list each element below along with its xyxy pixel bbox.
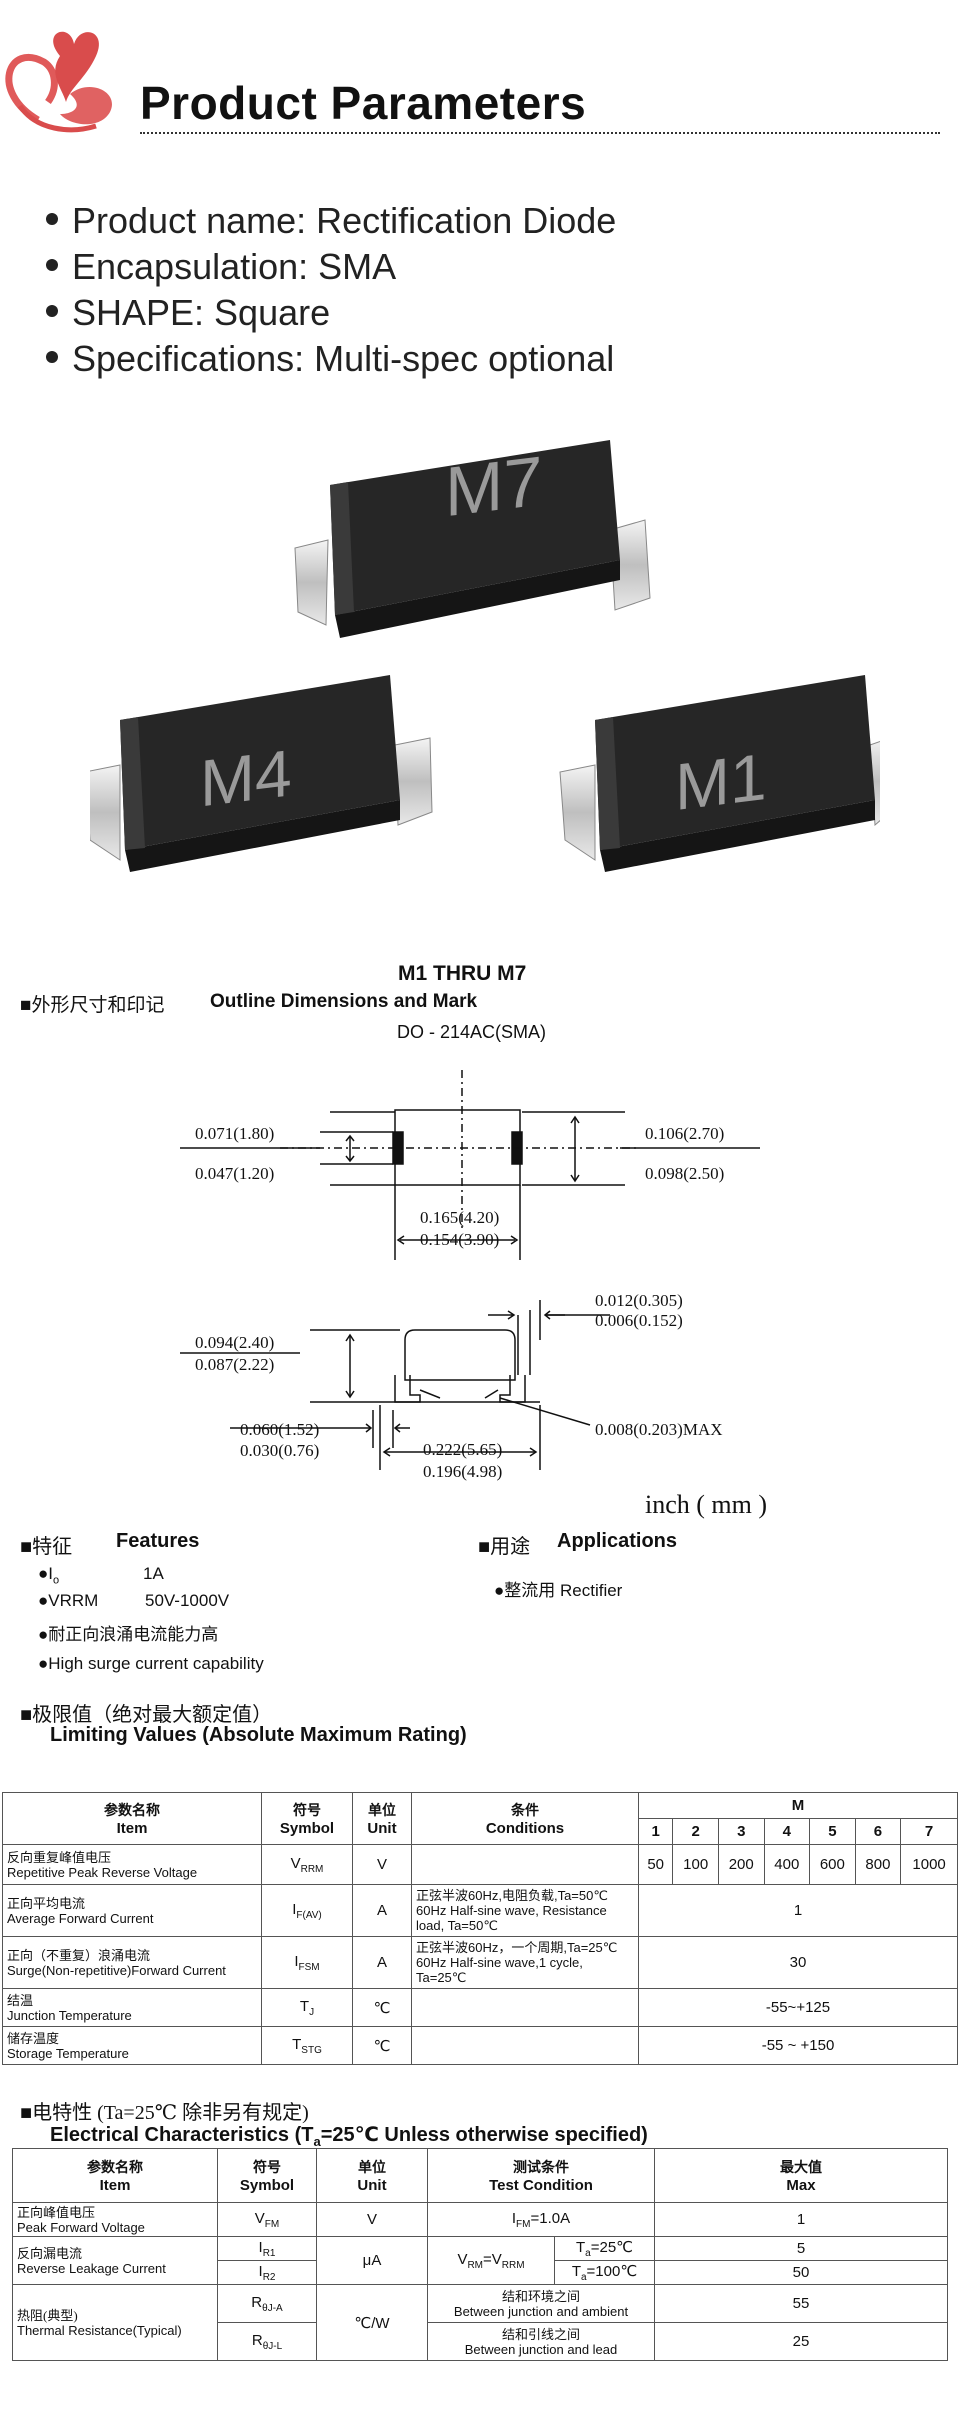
bullet-specifications: Specifications: Multi-spec optional [46, 338, 614, 380]
dim-label: 0.071(1.80) [195, 1124, 275, 1143]
feature-vrrm: ●VRRM [38, 1591, 99, 1610]
applications-en: Applications [557, 1530, 678, 1552]
dim-label: 0.165(4.20) [420, 1208, 500, 1227]
features-en: Features [116, 1530, 200, 1552]
m-number: 4 [763, 1818, 811, 1845]
dim-label: 0.047(1.20) [195, 1164, 275, 1183]
bullet-shape: SHAPE: Square [46, 292, 330, 334]
bullet-product-name: Product name: Rectification Diode [46, 200, 616, 242]
table-row: 热阻(典型)Thermal Resistance(Typical) RθJ-A … [12, 2284, 948, 2361]
m-number: 7 [900, 1818, 958, 1845]
bullet-encapsulation: Encapsulation: SMA [46, 246, 396, 288]
title-underline [140, 132, 940, 134]
chip-m1: M1 [559, 675, 880, 872]
chip-m7: M7 [294, 440, 651, 638]
page-title: Product Parameters [140, 77, 587, 129]
outline-label-cn: ■外形尺寸和印记 [20, 995, 165, 1016]
chip-marking: M4 [200, 736, 292, 821]
dim-label: 0.008(0.203)MAX [595, 1420, 723, 1439]
chip-m4: M4 [90, 675, 433, 872]
drawing-title: M1 THRU M7 [398, 962, 527, 985]
dim-label: 0.094(2.40) [195, 1333, 275, 1352]
dim-label: 0.012(0.305) [595, 1291, 683, 1310]
dim-label: 0.106(2.70) [645, 1124, 725, 1143]
units-label: inch ( mm ) [645, 1490, 768, 1519]
applications-cn: ■用途 [478, 1536, 531, 1558]
diode-chips-image: M7 M4 M1 [90, 440, 880, 872]
chip-marking: M1 [675, 740, 767, 825]
m-number: 1 [637, 1818, 674, 1845]
dim-label: 0.060(1.52) [240, 1420, 320, 1439]
dim-label: 0.030(0.76) [240, 1441, 320, 1460]
feature-io: ●Io [38, 1564, 60, 1587]
features-cn: ■特征 [20, 1536, 73, 1558]
outline-drawing [180, 1070, 760, 1470]
m-number: 2 [672, 1818, 719, 1845]
dim-label: 0.196(4.98) [423, 1462, 503, 1481]
m-number: 6 [854, 1818, 902, 1845]
brand-logo [5, 31, 112, 133]
electrical-cn: ■电特性 (Ta=25℃ 除非另有规定) [20, 2102, 309, 2124]
feature-cn-line: ●耐正向浪涌电流能力高 [38, 1625, 219, 1644]
m-number: 3 [717, 1818, 765, 1845]
feature-vrrm-value: 50V-1000V [145, 1591, 230, 1610]
dim-label: 0.154(3.90) [420, 1230, 500, 1249]
limiting-en: Limiting Values (Absolute Maximum Rating… [50, 1724, 467, 1746]
feature-en-line: ●High surge current capability [38, 1654, 264, 1673]
dim-label: 0.222(5.65) [423, 1440, 503, 1459]
dim-label: 0.098(2.50) [645, 1164, 725, 1183]
feature-io-value: 1A [143, 1564, 164, 1583]
limiting-cn: ■极限值（绝对最大额定值） [20, 1704, 273, 1726]
col-m: M [638, 1792, 958, 1819]
electrical-en: Electrical Characteristics (Ta=25℃ Unles… [50, 2124, 648, 2149]
dim-label: 0.006(0.152) [595, 1311, 683, 1330]
table-row: IR2 Ta=100℃ 50 [13, 2260, 948, 2285]
outline-label-en: Outline Dimensions and Mark [210, 991, 478, 1012]
dim-label: 0.087(2.22) [195, 1355, 275, 1374]
package-name: DO - 214AC(SMA) [397, 1022, 547, 1042]
m-number: 5 [809, 1818, 856, 1845]
application-item: ●整流用 Rectifier [494, 1581, 623, 1600]
chip-marking: M7 [445, 441, 542, 532]
